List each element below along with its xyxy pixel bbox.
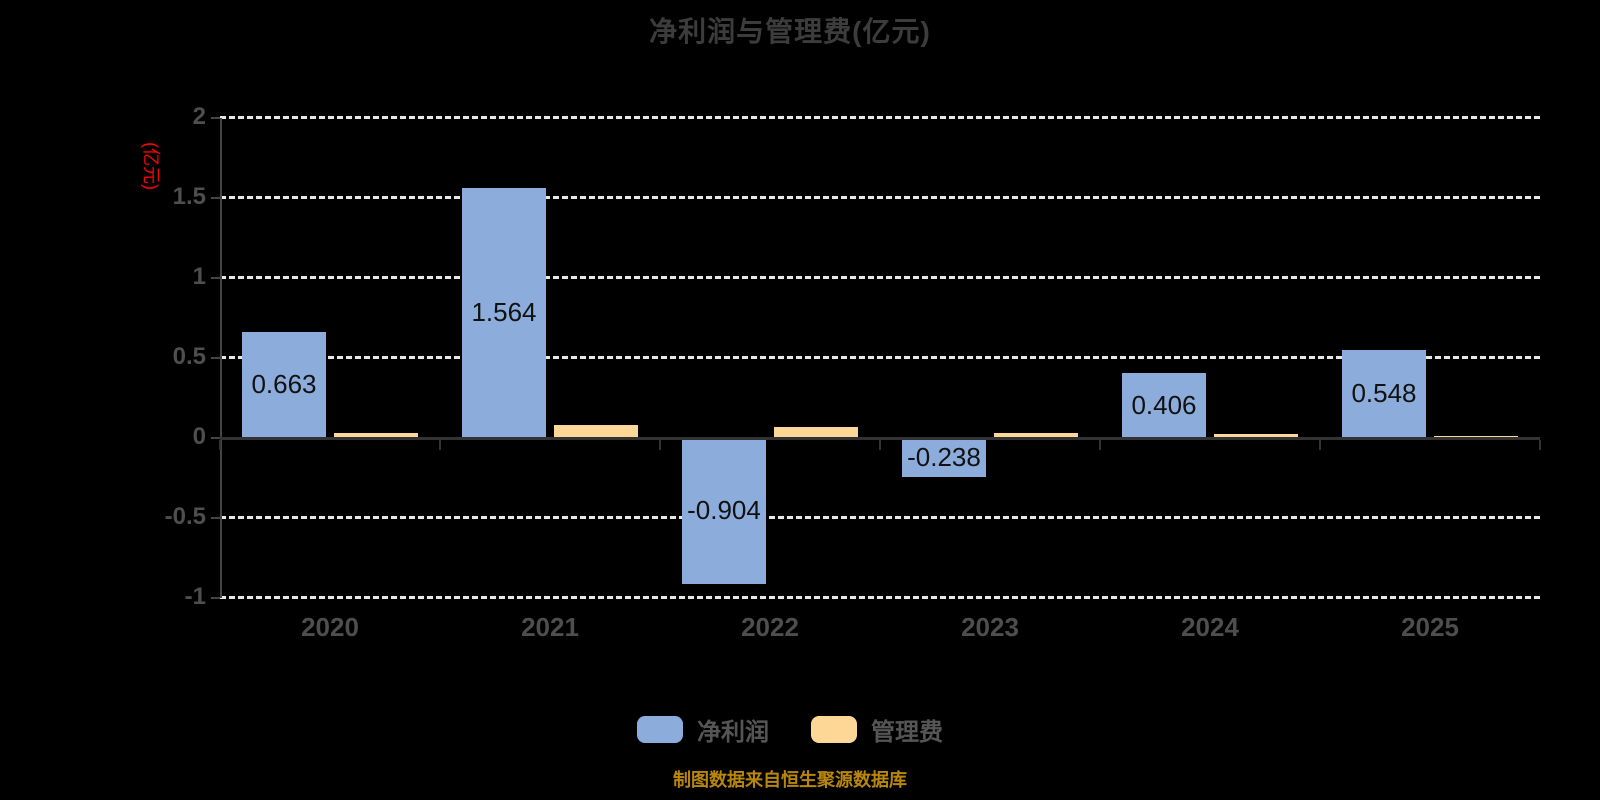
x-axis-label-2020: 2020 bbox=[301, 612, 359, 642]
y-axis-tick-label: 0 bbox=[192, 423, 206, 450]
x-axis-tick-mark bbox=[1319, 440, 1321, 450]
y-axis-tick-label: 1.5 bbox=[172, 183, 206, 210]
bar-mgmt-fee-2023 bbox=[994, 433, 1078, 438]
bar-value-label-net-profit-2023: -0.238 bbox=[907, 442, 981, 473]
legend-swatch-net-profit bbox=[637, 716, 683, 743]
y-axis-tick-mark bbox=[211, 437, 220, 439]
y-axis-tick-label: 1 bbox=[192, 263, 206, 290]
gridline bbox=[220, 116, 1540, 119]
gridline bbox=[220, 276, 1540, 279]
x-axis-tick-mark bbox=[1539, 440, 1541, 450]
x-axis-tick-mark bbox=[219, 440, 221, 450]
bar-mgmt-fee-2025 bbox=[1434, 435, 1518, 438]
x-axis-tick-mark bbox=[1099, 440, 1101, 450]
y-axis-tick-mark bbox=[211, 517, 220, 519]
legend-item-net-profit[interactable]: 净利润 bbox=[637, 712, 769, 747]
bar-value-label-net-profit-2021: 1.564 bbox=[471, 296, 537, 327]
legend-label-mgmt-fee: 管理费 bbox=[871, 719, 943, 746]
bar-value-label-net-profit-2020: 0.663 bbox=[251, 368, 317, 399]
y-axis-tick-mark bbox=[211, 597, 220, 599]
x-axis-label-2024: 2024 bbox=[1181, 612, 1239, 642]
bar-mgmt-fee-2021 bbox=[554, 425, 638, 438]
bar-mgmt-fee-2020 bbox=[334, 433, 418, 438]
y-axis-line bbox=[220, 118, 222, 598]
bar-value-label-net-profit-2025: 0.548 bbox=[1351, 378, 1417, 409]
bar-net-profit-2024 bbox=[1122, 373, 1206, 438]
gridline bbox=[220, 516, 1540, 519]
y-axis-tick-label: -0.5 bbox=[164, 503, 206, 530]
bar-net-profit-2020 bbox=[242, 331, 326, 438]
gridline bbox=[220, 196, 1540, 199]
bar-net-profit-2021 bbox=[462, 187, 546, 438]
y-axis-tick-label: 0.5 bbox=[172, 343, 206, 370]
legend: 净利润 管理费 bbox=[0, 712, 1580, 747]
chart-title: 净利润与管理费(亿元) bbox=[649, 16, 931, 47]
y-axis-tick-label: -1 bbox=[184, 583, 206, 610]
gridline bbox=[220, 356, 1540, 359]
y-axis-tick-mark bbox=[211, 117, 220, 119]
y-axis-tick-mark bbox=[211, 357, 220, 359]
bar-value-label-net-profit-2022: -0.904 bbox=[687, 495, 761, 526]
bar-net-profit-2025 bbox=[1342, 350, 1426, 438]
bar-value-label-net-profit-2024: 0.406 bbox=[1131, 389, 1197, 420]
bar-net-profit-2022 bbox=[682, 439, 766, 584]
x-axis-tick-mark bbox=[879, 440, 881, 450]
bar-mgmt-fee-2022 bbox=[774, 426, 858, 438]
y-axis-tick-mark bbox=[211, 197, 220, 199]
data-source-note: 制图数据来自恒生聚源数据库 bbox=[673, 770, 907, 790]
x-axis-line bbox=[220, 437, 1540, 440]
y-axis-tick-label: 2 bbox=[192, 103, 206, 130]
x-axis-label-2022: 2022 bbox=[741, 612, 799, 642]
x-axis-label-2025: 2025 bbox=[1401, 612, 1459, 642]
bar-net-profit-2023 bbox=[902, 439, 986, 478]
x-axis-label-2023: 2023 bbox=[961, 612, 1019, 642]
x-axis-label-2021: 2021 bbox=[521, 612, 579, 642]
y-axis-tick-mark bbox=[211, 277, 220, 279]
legend-item-mgmt-fee[interactable]: 管理费 bbox=[811, 712, 943, 747]
x-axis-tick-mark bbox=[659, 440, 661, 450]
legend-label-net-profit: 净利润 bbox=[697, 719, 769, 746]
gridline bbox=[220, 596, 1540, 599]
bar-mgmt-fee-2024 bbox=[1214, 434, 1298, 438]
legend-swatch-mgmt-fee bbox=[811, 716, 857, 743]
x-axis-tick-mark bbox=[439, 440, 441, 450]
